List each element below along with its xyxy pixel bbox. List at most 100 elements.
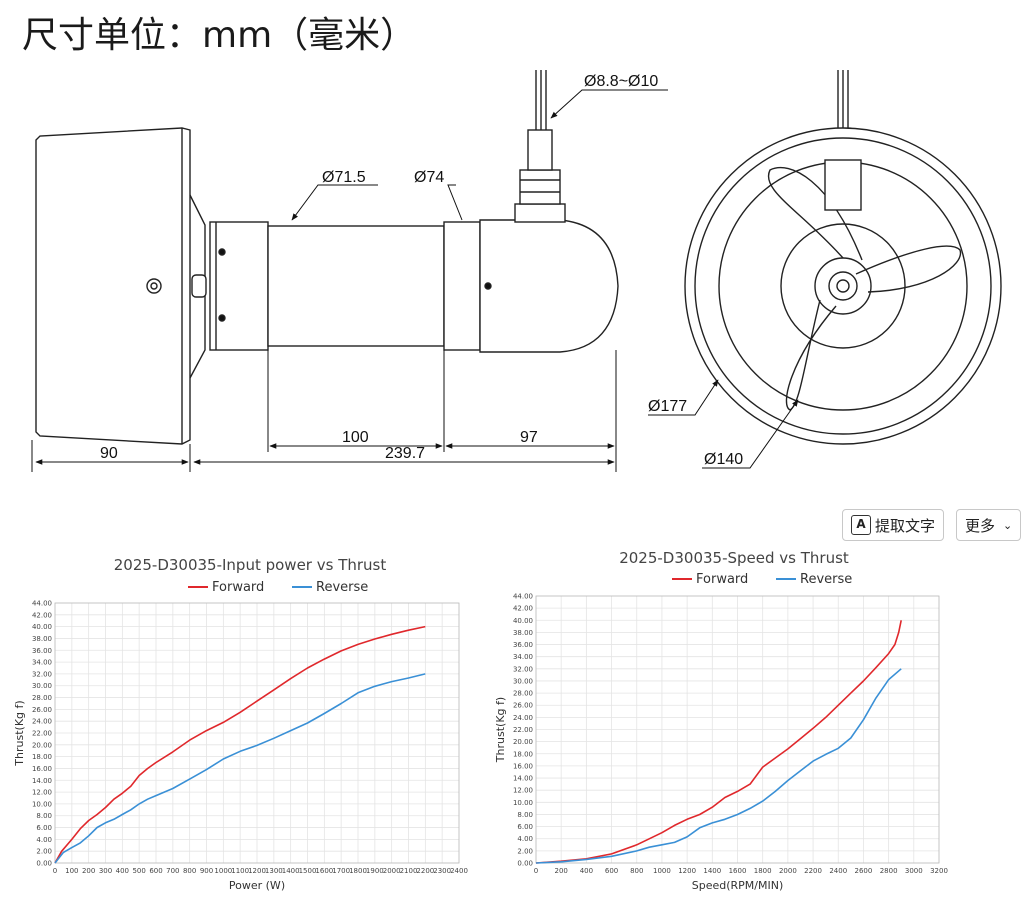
- x-tick-label: 400: [580, 867, 593, 875]
- y-tick-label: 40.00: [513, 617, 533, 625]
- more-button[interactable]: 更多 ⌄: [956, 509, 1022, 541]
- x-tick-label: 1200: [678, 867, 696, 875]
- x-tick-label: 2600: [855, 867, 873, 875]
- x-tick-label: 1600: [729, 867, 747, 875]
- dim-d177: Ø177: [648, 398, 687, 415]
- extract-text-label: 提取文字: [875, 516, 936, 535]
- x-tick-label: 900: [200, 867, 213, 875]
- x-tick-label: 600: [149, 867, 162, 875]
- y-tick-label: 26.00: [513, 702, 533, 710]
- chart-power-vs-thrust: 2025-D30035-Input power vs ThrustForward…: [13, 556, 468, 892]
- y-tick-label: 20.00: [513, 738, 533, 746]
- x-tick-label: 3000: [905, 867, 923, 875]
- y-tick-label: 6.00: [517, 823, 533, 831]
- page-title: 尺寸单位：mm（毫米）: [22, 15, 417, 56]
- x-tick-label: 1000: [653, 867, 671, 875]
- y-tick-label: 36.00: [32, 647, 52, 655]
- plot-area: [54, 602, 460, 864]
- y-tick-label: 40.00: [32, 623, 52, 631]
- series-line-reverse: [54, 673, 426, 864]
- y-tick-label: 44.00: [32, 600, 52, 608]
- x-tick-label: 400: [116, 867, 129, 875]
- y-tick-label: 34.00: [32, 659, 52, 667]
- x-tick-label: 1700: [332, 867, 350, 875]
- x-tick-label: 1200: [248, 867, 266, 875]
- x-tick-label: 1800: [349, 867, 367, 875]
- x-tick-label: 1600: [315, 867, 333, 875]
- y-tick-label: 16.00: [32, 765, 52, 773]
- x-tick-label: 200: [555, 867, 568, 875]
- x-tick-label: 2400: [450, 867, 468, 875]
- chart-title: 2025-D30035-Input power vs Thrust: [114, 556, 387, 574]
- x-axis-label: Power (W): [229, 879, 285, 892]
- x-tick-label: 1300: [265, 867, 283, 875]
- x-tick-label: 2800: [880, 867, 898, 875]
- x-tick-label: 1800: [754, 867, 772, 875]
- x-tick-label: 0: [53, 867, 57, 875]
- y-tick-label: 18.00: [32, 753, 52, 761]
- extract-text-icon: A: [851, 515, 871, 535]
- x-tick-label: 700: [166, 867, 179, 875]
- dim-100: 100: [342, 429, 369, 446]
- series-line-forward: [54, 625, 426, 864]
- dim-d140: Ø140: [704, 451, 743, 468]
- plot-area: [535, 595, 940, 864]
- y-tick-label: 20.00: [32, 741, 52, 749]
- x-tick-label: 100: [65, 867, 78, 875]
- y-tick-label: 32.00: [513, 665, 533, 673]
- y-tick-label: 32.00: [32, 670, 52, 678]
- y-tick-label: 24.00: [513, 714, 533, 722]
- chevron-down-icon: ⌄: [1003, 518, 1013, 532]
- y-tick-label: 22.00: [513, 726, 533, 734]
- y-tick-label: 30.00: [32, 682, 52, 690]
- x-tick-label: 800: [630, 867, 643, 875]
- x-tick-label: 2200: [416, 867, 434, 875]
- x-tick-label: 1900: [366, 867, 384, 875]
- y-tick-label: 44.00: [513, 593, 533, 601]
- y-tick-label: 26.00: [32, 706, 52, 714]
- x-tick-label: 1500: [299, 867, 317, 875]
- x-tick-label: 1000: [214, 867, 232, 875]
- series-line-forward: [535, 620, 902, 864]
- dim-97: 97: [520, 429, 538, 446]
- dim-d74: Ø74: [414, 169, 444, 186]
- y-tick-label: 0.00: [517, 860, 533, 868]
- x-tick-label: 2000: [779, 867, 797, 875]
- y-tick-label: 4.00: [36, 836, 52, 844]
- y-tick-label: 38.00: [513, 629, 533, 637]
- x-tick-label: 1100: [231, 867, 249, 875]
- y-tick-label: 28.00: [32, 694, 52, 702]
- dimension-drawing: 90 239.7 100 97 Ø71.5 Ø74 Ø8.8~Ø10 Ø177 …: [31, 70, 1002, 472]
- y-axis-label: Thrust(Kg f): [494, 697, 507, 763]
- y-tick-label: 12.00: [32, 789, 52, 797]
- y-tick-label: 4.00: [517, 835, 533, 843]
- extract-text-button[interactable]: A 提取文字: [842, 509, 945, 541]
- y-tick-label: 8.00: [517, 811, 533, 819]
- x-tick-label: 2100: [400, 867, 418, 875]
- y-tick-label: 36.00: [513, 641, 533, 649]
- legend-forward: Forward: [696, 572, 748, 587]
- y-tick-label: 42.00: [32, 611, 52, 619]
- x-tick-label: 1400: [703, 867, 721, 875]
- y-tick-label: 24.00: [32, 718, 52, 726]
- y-tick-label: 34.00: [513, 653, 533, 661]
- y-tick-label: 14.00: [32, 777, 52, 785]
- y-tick-label: 16.00: [513, 762, 533, 770]
- dim-total: 239.7: [385, 445, 425, 462]
- x-tick-label: 2000: [383, 867, 401, 875]
- y-tick-label: 28.00: [513, 690, 533, 698]
- dim-90: 90: [100, 445, 118, 462]
- y-tick-label: 38.00: [32, 635, 52, 643]
- x-tick-label: 200: [82, 867, 95, 875]
- x-tick-label: 300: [99, 867, 112, 875]
- x-tick-label: 2300: [433, 867, 451, 875]
- y-tick-label: 6.00: [36, 824, 52, 832]
- y-tick-label: 8.00: [36, 812, 52, 820]
- legend-reverse: Reverse: [800, 572, 852, 587]
- y-tick-label: 14.00: [513, 775, 533, 783]
- y-tick-label: 0.00: [36, 860, 52, 868]
- legend-reverse: Reverse: [316, 580, 368, 595]
- more-label: 更多: [965, 516, 996, 535]
- y-tick-label: 10.00: [513, 799, 533, 807]
